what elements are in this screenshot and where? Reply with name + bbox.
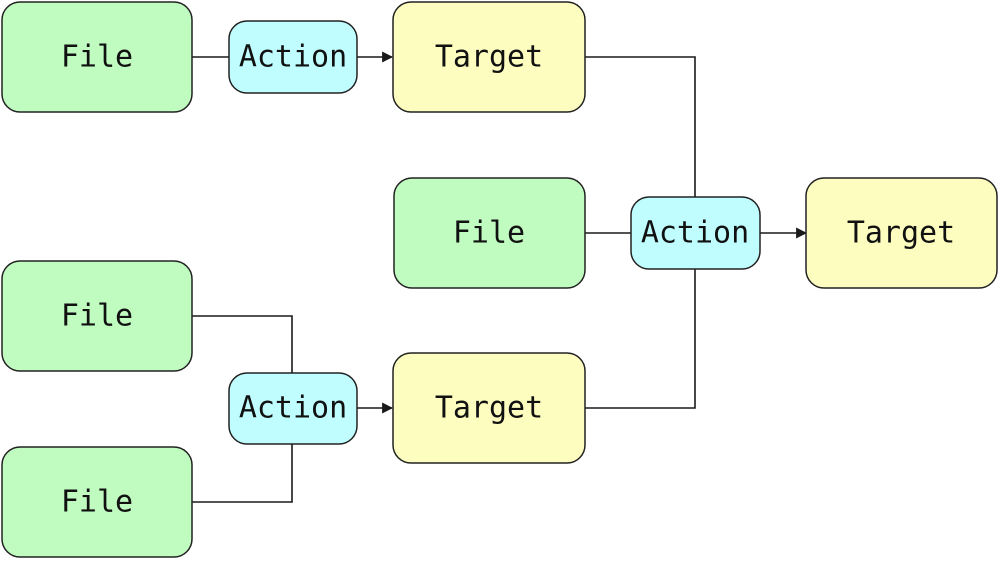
- edge-file-4-to-action-3: [192, 444, 293, 503]
- action-node-box: [228, 372, 358, 445]
- action-node: Action: [228, 20, 358, 94]
- target-node: Target: [805, 177, 998, 289]
- target-node-label: Target: [435, 40, 543, 75]
- file-node-label: File: [61, 485, 133, 520]
- action-node-box: [630, 196, 761, 270]
- file-node-label: File: [61, 299, 133, 334]
- edges: [192, 51, 808, 503]
- action-node-label: Action: [239, 391, 347, 426]
- action-node-box: [228, 20, 358, 94]
- edge-target-1-to-action-2: [585, 56, 696, 197]
- file-node-label: File: [61, 40, 133, 75]
- file-node: File: [1, 446, 193, 558]
- target-node-label: Target: [435, 391, 543, 426]
- file-node-box: [1, 1, 193, 113]
- file-node-box: [1, 446, 193, 558]
- target-node-box: [392, 352, 586, 464]
- action-node: Action: [630, 196, 761, 270]
- file-node: File: [1, 1, 193, 113]
- file-node-box: [393, 177, 586, 289]
- edge-file-3-to-action-3: [192, 315, 293, 373]
- edge-target-3-to-action-2: [585, 269, 696, 409]
- file-node-label: File: [453, 216, 525, 251]
- file-node-box: [1, 260, 193, 372]
- file-node: File: [393, 177, 586, 289]
- target-node: Target: [392, 1, 586, 113]
- target-node-label: Target: [847, 216, 955, 251]
- action-node: Action: [228, 372, 358, 445]
- action-node-label: Action: [641, 216, 749, 251]
- target-node: Target: [392, 352, 586, 464]
- target-node-box: [805, 177, 998, 289]
- file-node: File: [1, 260, 193, 372]
- action-node-label: Action: [239, 40, 347, 75]
- target-node-box: [392, 1, 586, 113]
